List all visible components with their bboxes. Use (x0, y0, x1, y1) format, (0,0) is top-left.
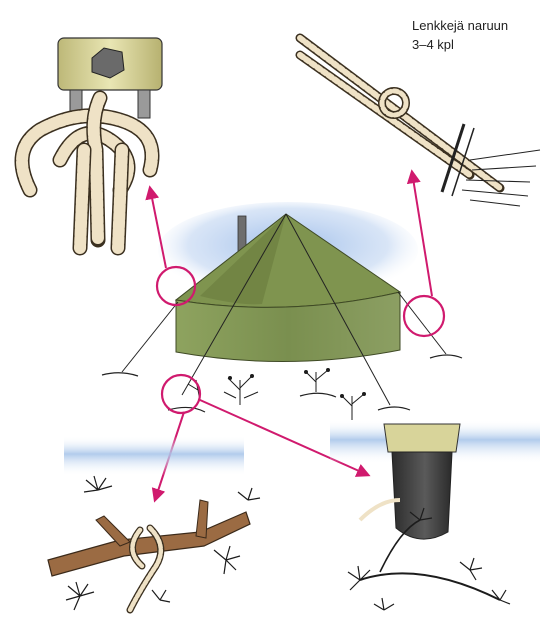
snow-tufts (462, 150, 540, 206)
snow-haze-band (64, 436, 244, 476)
sleeve-clamp (384, 424, 460, 452)
snow-ground-mark (378, 407, 410, 410)
branch-main (48, 512, 250, 576)
detail-rope-knot-on-clamp (22, 38, 162, 248)
pine-needle-tufts (228, 368, 366, 398)
detail-stake-sleeve (330, 420, 540, 610)
snow-ground-mark (300, 393, 336, 397)
tent-scene (102, 202, 462, 420)
clamp-strap (138, 90, 150, 118)
sleeve-rope (360, 500, 400, 520)
arrow-to-rope-knot (150, 188, 166, 268)
branch-twig (196, 500, 208, 538)
snow-ground-mark (430, 355, 462, 358)
stake-sleeve (392, 452, 452, 539)
shrub (188, 370, 364, 420)
detail-rope-loops (300, 38, 540, 206)
guy-line-left-front (122, 302, 178, 372)
caption-line-2: 3–4 kpl (412, 35, 544, 54)
snow-ground-mark (102, 373, 138, 376)
arrow-to-rope-loops (412, 172, 432, 296)
caption-line-1: Lenkkejä naruun (412, 16, 544, 35)
callout-circle-right-stake (404, 296, 444, 336)
rope-knot (22, 98, 152, 248)
rope-loops-caption: Lenkkejä naruun 3–4 kpl (412, 16, 544, 54)
detail-branch-anchor (48, 436, 260, 610)
